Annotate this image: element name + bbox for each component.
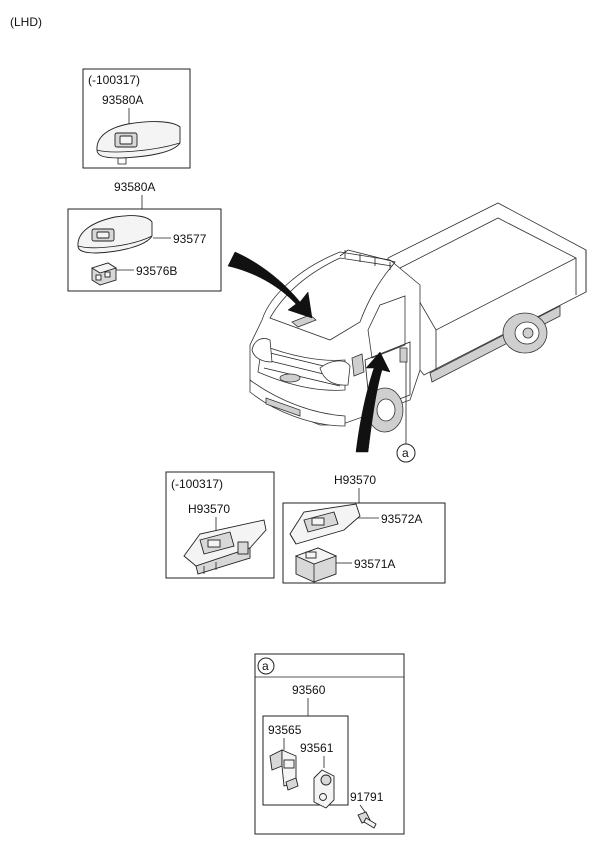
box-h93570-old (165, 471, 275, 579)
truck-illustration (249, 202, 587, 433)
assembly-93560-label: 93560 (292, 683, 326, 697)
power-window-main-switch-old (96, 121, 181, 165)
box-93580a-old (82, 68, 191, 169)
part-91791-label: 91791 (350, 790, 384, 804)
box-h93570 (282, 502, 446, 584)
detail-a-marker-circle (257, 657, 275, 675)
detail-a-marker-label: a (262, 659, 269, 673)
part-93561-label: 93561 (300, 741, 334, 755)
part-93576b-label: 93576B (136, 264, 177, 278)
power-window-sub-switch-unit (294, 547, 338, 583)
screw (357, 811, 377, 829)
part-93577-label: 93577 (173, 232, 207, 246)
box-detail-a (254, 653, 405, 835)
door-switch-bracket (313, 769, 335, 809)
power-window-sub-switch-old (183, 519, 267, 575)
arrow-to-door-switch (355, 351, 391, 453)
door-switch-body (269, 749, 299, 791)
power-window-main-switch-cover (77, 215, 153, 254)
box-93560 (262, 715, 349, 806)
part-93571a-label: 93571A (354, 557, 395, 571)
power-window-switch-unit (90, 262, 118, 286)
box1-part-label: 93580A (102, 93, 143, 107)
variant-label: (LHD) (10, 15, 42, 29)
part-93565-label: 93565 (268, 723, 302, 737)
box3-date: (-100317) (171, 477, 223, 491)
assembly-93580a-label: 93580A (114, 180, 155, 194)
part-93572a-label: 93572A (381, 512, 422, 526)
arrow-to-dash-switch (227, 251, 313, 319)
assembly-h93570-label: H93570 (334, 473, 376, 487)
box1-date: (-100317) (88, 73, 140, 87)
box-93580a (67, 208, 222, 292)
callout-a-circle (396, 443, 416, 463)
power-window-sub-switch-cover (289, 503, 361, 545)
callout-a-label: a (402, 446, 409, 460)
box3-part-label: H93570 (188, 502, 230, 516)
